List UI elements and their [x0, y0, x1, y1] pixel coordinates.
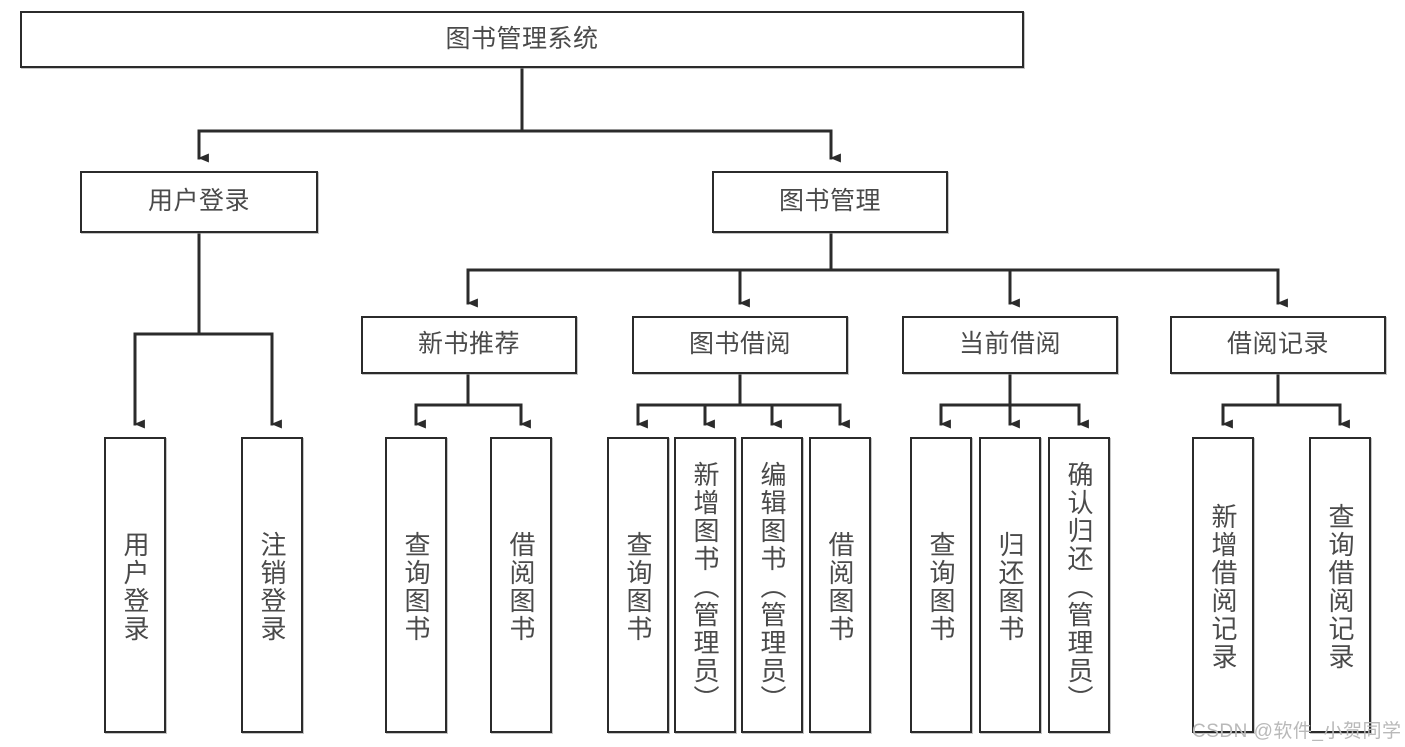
node-label: 编辑图书（管理员） [757, 461, 787, 713]
leaf-return-book[interactable]: 归还图书 [979, 437, 1041, 733]
leaf-add-book-admin[interactable]: 新增图书（管理员） [674, 437, 736, 733]
node-label: 确认归还（管理员） [1064, 461, 1094, 713]
node-label: 查询图书 [401, 531, 431, 643]
node-label: 用户登录 [120, 531, 150, 643]
node-label: 查询图书 [926, 531, 956, 643]
node-label: 借阅图书 [506, 531, 536, 643]
node-label: 查询借阅记录 [1325, 503, 1355, 671]
node-borrow-record[interactable]: 借阅记录 [1170, 316, 1386, 374]
node-book-borrow[interactable]: 图书借阅 [632, 316, 848, 374]
node-label: 新书推荐 [417, 330, 520, 359]
node-book-management[interactable]: 图书管理 [712, 171, 948, 233]
node-label: 当前借阅 [958, 330, 1061, 359]
leaf-query-borrow-record[interactable]: 查询借阅记录 [1309, 437, 1371, 733]
node-label: 借阅图书 [825, 531, 855, 643]
node-label: 图书管理系统 [445, 24, 599, 53]
leaf-logout-login[interactable]: 注销登录 [241, 437, 303, 733]
leaf-edit-book-admin[interactable]: 编辑图书（管理员） [741, 437, 803, 733]
leaf-confirm-return-admin[interactable]: 确认归还（管理员） [1048, 437, 1110, 733]
leaf-query-book-current[interactable]: 查询图书 [910, 437, 972, 733]
node-label: 注销登录 [257, 531, 287, 643]
node-label: 新增图书（管理员） [690, 461, 720, 713]
node-label: 查询图书 [623, 531, 653, 643]
node-root-book-management-system[interactable]: 图书管理系统 [20, 11, 1024, 68]
node-label: 归还图书 [995, 531, 1025, 643]
leaf-borrow-book[interactable]: 借阅图书 [809, 437, 871, 733]
leaf-add-borrow-record[interactable]: 新增借阅记录 [1192, 437, 1254, 733]
leaf-query-book-recommend[interactable]: 查询图书 [385, 437, 447, 733]
node-label: 图书管理 [778, 187, 881, 216]
leaf-borrow-book-recommend[interactable]: 借阅图书 [490, 437, 552, 733]
node-label: 新增借阅记录 [1208, 503, 1238, 671]
node-user-login[interactable]: 用户登录 [80, 171, 318, 233]
node-label: 用户登录 [147, 187, 250, 216]
leaf-user-login[interactable]: 用户登录 [104, 437, 166, 733]
node-new-book-recommend[interactable]: 新书推荐 [361, 316, 577, 374]
node-label: 图书借阅 [688, 330, 791, 359]
leaf-query-book-borrow[interactable]: 查询图书 [607, 437, 669, 733]
node-label: 借阅记录 [1226, 330, 1329, 359]
node-current-borrow[interactable]: 当前借阅 [902, 316, 1118, 374]
